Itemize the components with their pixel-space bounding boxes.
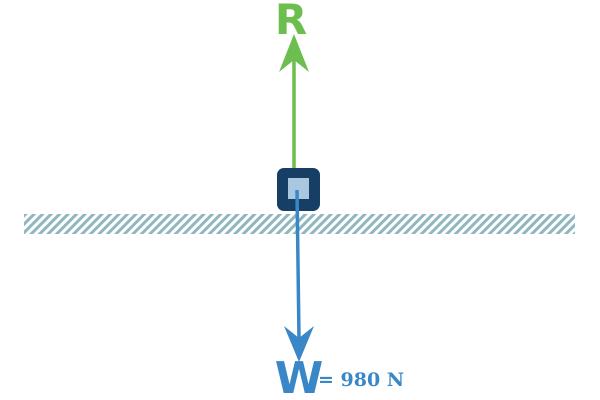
weight-arrow-head: [284, 326, 314, 362]
weight-force-label: W: [275, 353, 324, 400]
weight-value-label: = 980 N: [318, 369, 404, 391]
reaction-arrow-head: [279, 34, 309, 72]
reaction-force-arrow: [279, 34, 309, 188]
weight-arrow-shaft: [295, 189, 301, 339]
reaction-force-label: R: [275, 0, 307, 44]
block-inner: [288, 178, 309, 199]
weight-force-arrow: [284, 189, 314, 362]
ground-surface: [24, 214, 575, 234]
